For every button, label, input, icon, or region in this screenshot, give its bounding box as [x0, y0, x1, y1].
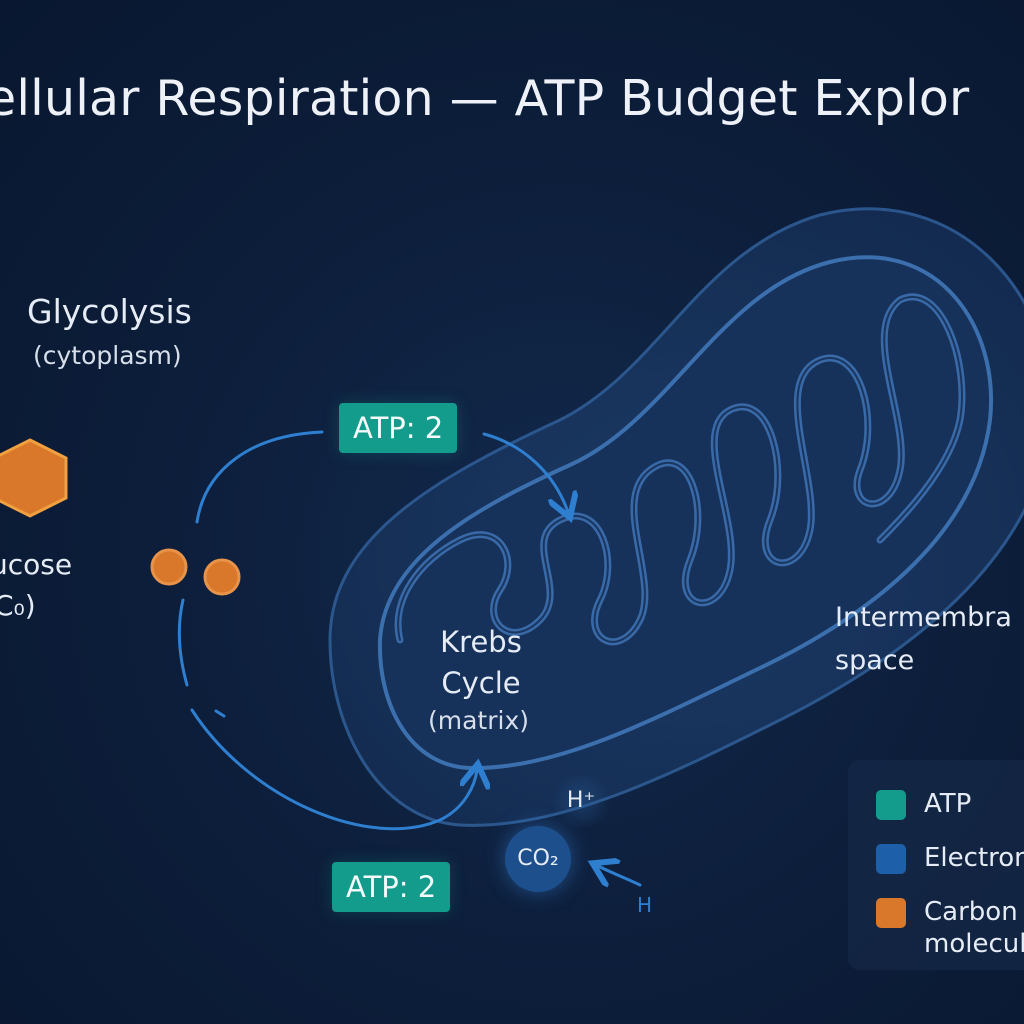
- legend-label-atp: ATP: [924, 789, 972, 819]
- mitochondrion: [328, 207, 1024, 827]
- co2-molecule: CO₂: [505, 826, 571, 892]
- glucose-hexagon: [0, 438, 68, 518]
- legend-label-carbon-line2: molecul: [924, 929, 1024, 959]
- intermembrane-label: Intermembra space: [835, 596, 1012, 682]
- krebs-label: Krebs Cycle: [436, 622, 526, 704]
- legend-swatch-carbon: [876, 898, 906, 928]
- legend-label-electron: Electron: [924, 843, 1024, 873]
- arrow-atp-to-mitochondrion: [482, 432, 568, 512]
- glucose-label: ucose: [0, 548, 73, 581]
- legend-item-atp: ATP: [876, 788, 971, 820]
- legend-swatch-atp: [876, 790, 906, 820]
- legend-item-electron: Electron: [876, 842, 1024, 874]
- arrow-small-tick: [214, 709, 226, 718]
- arrow-left-loop: [177, 598, 189, 687]
- legend-label-carbon: Carbon molecul: [924, 896, 1024, 960]
- glycolysis-sublabel: (cytoplasm): [33, 341, 182, 370]
- legend-swatch-electron: [876, 844, 906, 874]
- page-title: ellular Respiration — ATP Budget Explor: [0, 70, 970, 127]
- legend: ATP Electron Carbon molecul: [848, 760, 1024, 970]
- glucose-sublabel: C₀): [0, 589, 36, 622]
- legend-label-carbon-line1: Carbon: [924, 897, 1018, 927]
- krebs-sublabel: (matrix): [428, 706, 530, 735]
- intermembrane-label-line2: space: [835, 645, 915, 676]
- atp-badge-glycolysis: ATP: 2: [339, 403, 458, 453]
- hplus-ion: H⁺: [548, 775, 614, 827]
- carbon-molecule-2: [203, 558, 241, 596]
- glycolysis-label: Glycolysis: [27, 292, 192, 331]
- atp-badge-krebs: ATP: 2: [332, 862, 451, 912]
- krebs-label-line1: Krebs: [440, 625, 522, 659]
- arrow-bottom-to-krebs: [190, 708, 477, 831]
- legend-item-carbon: Carbon molecul: [876, 896, 1024, 960]
- carbon-molecule-1: [150, 548, 188, 586]
- h-partial-label: H: [637, 893, 652, 917]
- arrow-glycolysis-to-atp: [195, 430, 324, 524]
- krebs-label-line2: Cycle: [441, 666, 521, 700]
- intermembrane-label-line1: Intermembra: [835, 602, 1012, 633]
- arrow-h-to-co2: [598, 866, 642, 885]
